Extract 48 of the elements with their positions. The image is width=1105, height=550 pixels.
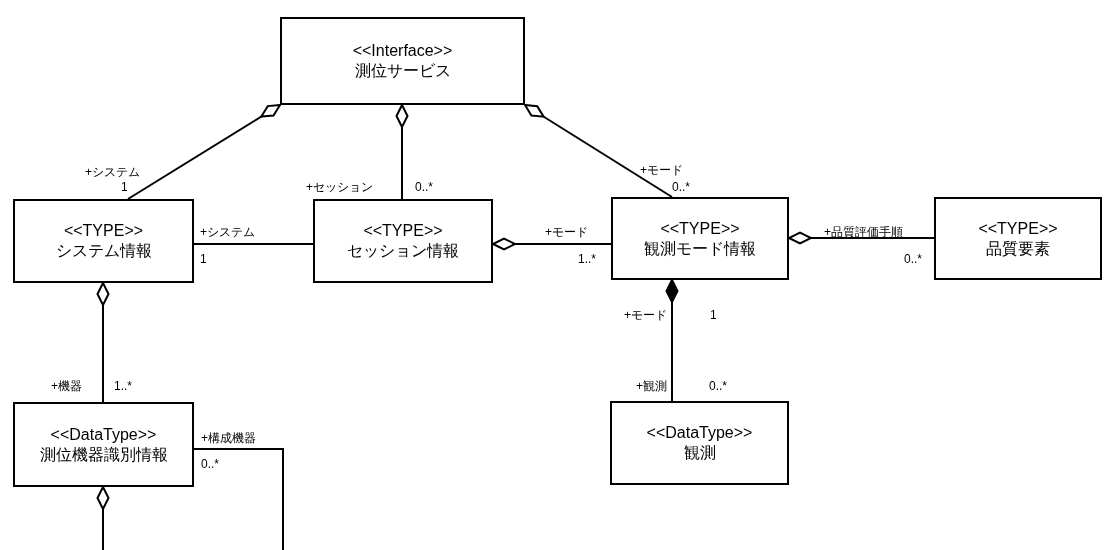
class-box xyxy=(313,199,493,283)
multiplicity-label: 0..* xyxy=(672,180,690,194)
class-box xyxy=(611,197,789,280)
stereotype-text: <<TYPE>> xyxy=(660,218,740,239)
multiplicity-label: 0..* xyxy=(201,457,219,471)
class-name: システム情報 xyxy=(55,241,152,261)
class-name: 測位機器識別情報 xyxy=(39,444,168,465)
class-box xyxy=(280,17,525,105)
role-label: +モード xyxy=(624,308,667,322)
stereotype-text: <<TYPE>> xyxy=(978,218,1058,239)
class-name: セッション情報 xyxy=(347,241,459,261)
class-box xyxy=(934,197,1102,280)
multiplicity-label: 0..* xyxy=(709,379,727,393)
role-label: +モード xyxy=(545,225,588,239)
stereotype-text: <<DataType>> xyxy=(50,424,157,445)
multiplicity-label: 1 xyxy=(200,252,207,266)
class-box xyxy=(13,199,194,283)
multiplicity-label: 1 xyxy=(121,180,128,194)
class-name: 観測 xyxy=(683,443,716,463)
multiplicity-label: 1..* xyxy=(578,252,596,266)
multiplicity-label: 1..* xyxy=(114,379,132,393)
stereotype-text: <<Interface>> xyxy=(352,41,453,61)
aggregation-line xyxy=(96,280,110,403)
multiplicity-label: 0..* xyxy=(904,252,922,266)
role-label: +観測 xyxy=(636,379,667,393)
aggregation-line xyxy=(490,237,612,251)
class-box xyxy=(13,402,194,487)
role-label: +モード xyxy=(640,163,683,177)
role-label: +システム xyxy=(200,225,255,239)
role-label: +システム xyxy=(85,165,140,179)
role-label: +構成機器 xyxy=(201,431,256,445)
class-name: 観測モード情報 xyxy=(644,238,756,259)
class-name: 品質要素 xyxy=(986,238,1050,259)
aggregation-line xyxy=(665,277,679,402)
aggregation-line xyxy=(786,231,935,245)
aggregation-line xyxy=(96,448,284,550)
aggregation-line xyxy=(127,103,282,200)
class-box xyxy=(610,401,789,485)
aggregation-line xyxy=(523,103,673,198)
role-label: +セッション xyxy=(306,180,373,194)
aggregation-line xyxy=(395,102,409,200)
multiplicity-label: 0..* xyxy=(415,180,433,194)
multiplicity-label: 1 xyxy=(710,308,717,322)
class-name: 測位サービス xyxy=(354,61,451,81)
association-line xyxy=(193,243,314,245)
stereotype-text: <<DataType>> xyxy=(646,423,753,443)
stereotype-text: <<TYPE>> xyxy=(363,221,443,241)
stereotype-text: <<TYPE>> xyxy=(63,221,144,241)
